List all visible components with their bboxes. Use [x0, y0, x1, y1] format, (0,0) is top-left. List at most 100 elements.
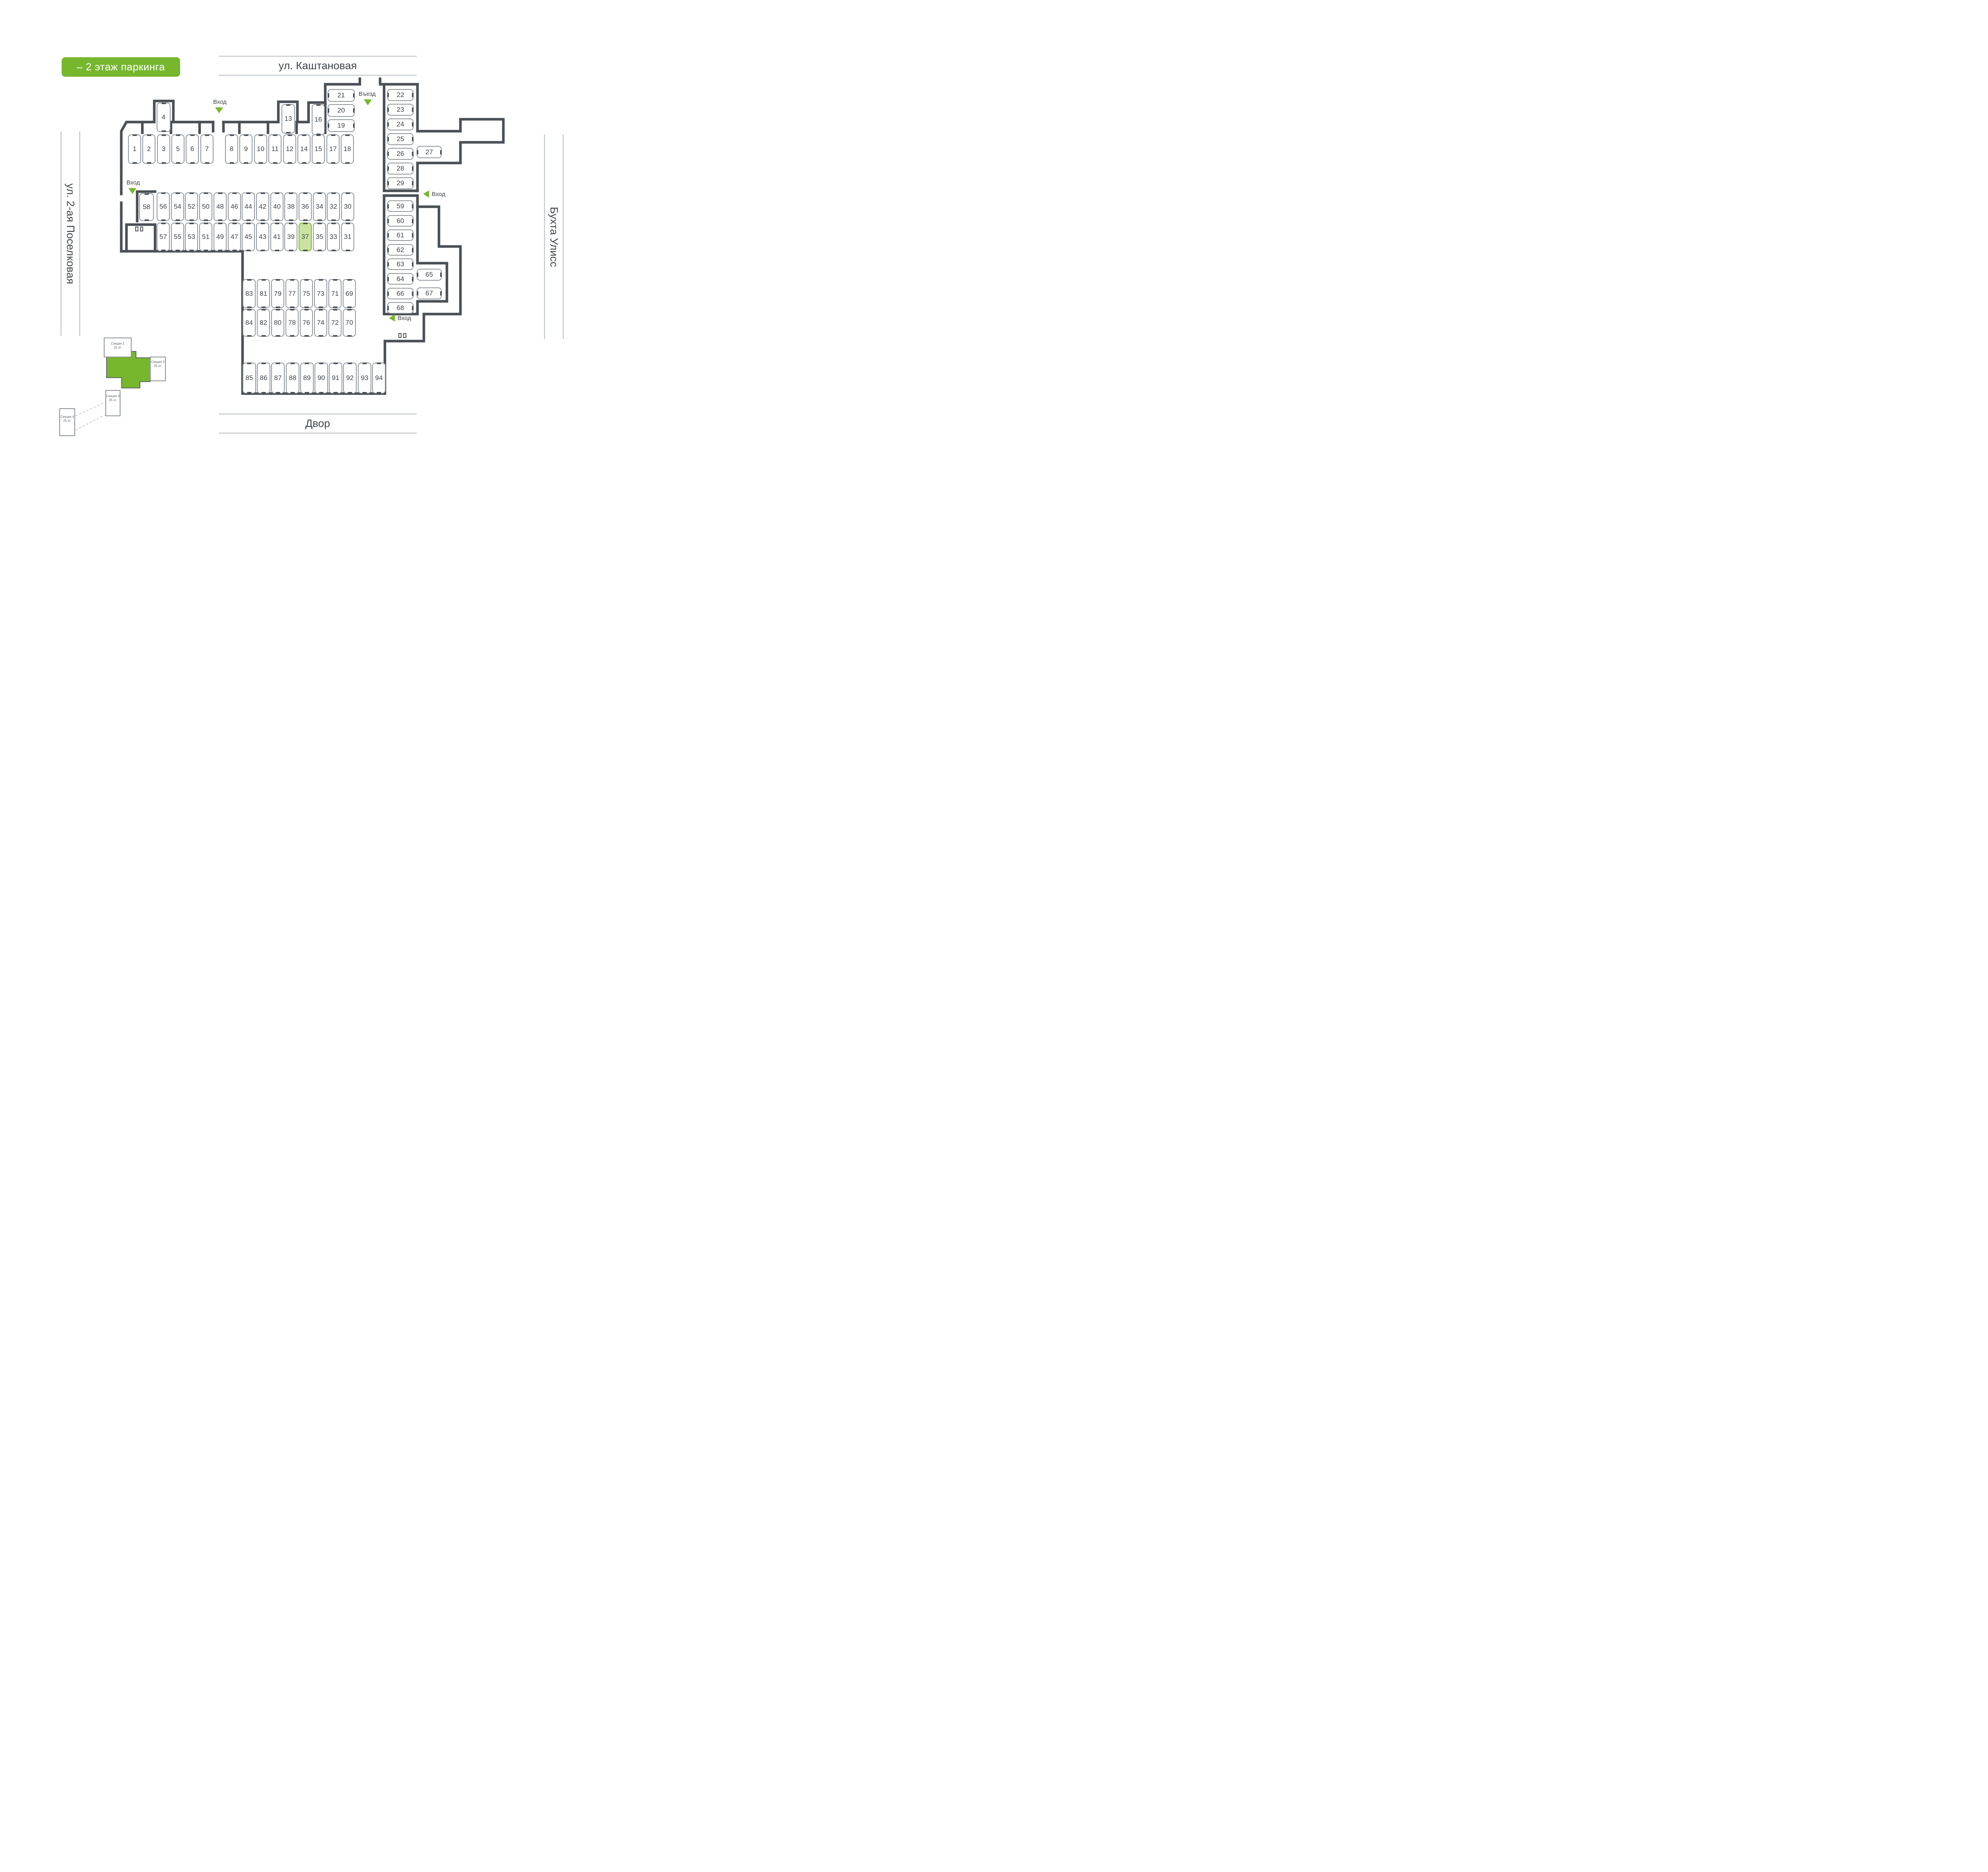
parking-spot-27[interactable]: 27 [417, 146, 442, 158]
parking-spot-8[interactable]: 8 [225, 134, 238, 164]
parking-spot-12[interactable]: 12 [283, 134, 296, 164]
parking-spot-40[interactable]: 40 [270, 192, 283, 221]
parking-spot-56[interactable]: 56 [157, 192, 170, 221]
parking-spot-33[interactable]: 33 [327, 223, 340, 251]
parking-spot-43[interactable]: 43 [256, 223, 269, 251]
parking-spot-17[interactable]: 17 [326, 134, 340, 164]
parking-spot-25[interactable]: 25 [387, 133, 414, 145]
parking-spot-41[interactable]: 41 [270, 223, 283, 251]
parking-spot-92[interactable]: 92 [343, 363, 357, 394]
parking-spot-42[interactable]: 42 [256, 192, 269, 221]
parking-spot-81[interactable]: 81 [257, 279, 270, 308]
parking-spot-45[interactable]: 45 [242, 223, 255, 251]
parking-spot-29[interactable]: 29 [387, 177, 414, 189]
parking-spot-58[interactable]: 58 [139, 193, 154, 221]
parking-spot-93[interactable]: 93 [358, 363, 371, 394]
parking-spot-22[interactable]: 22 [387, 89, 414, 101]
spot-number: 11 [271, 145, 279, 153]
parking-spot-37[interactable]: 37 [299, 223, 312, 251]
parking-spot-51[interactable]: 51 [199, 223, 212, 251]
parking-spot-44[interactable]: 44 [242, 192, 255, 221]
parking-spot-71[interactable]: 71 [328, 279, 342, 308]
parking-spot-65[interactable]: 65 [417, 269, 442, 281]
parking-spot-24[interactable]: 24 [387, 118, 414, 130]
parking-spot-80[interactable]: 80 [271, 309, 284, 337]
parking-spot-84[interactable]: 84 [243, 309, 256, 337]
parking-spot-19[interactable]: 19 [328, 119, 355, 132]
site-plan-section-2-label: Секция 2 25 эт. [150, 360, 165, 368]
parking-spot-21[interactable]: 21 [328, 89, 355, 102]
parking-spot-83[interactable]: 83 [243, 279, 256, 308]
parking-spot-28[interactable]: 28 [387, 163, 414, 175]
parking-spot-35[interactable]: 35 [313, 223, 326, 251]
parking-spot-23[interactable]: 23 [387, 104, 414, 116]
parking-spot-59[interactable]: 59 [387, 200, 414, 212]
parking-spot-14[interactable]: 14 [297, 134, 311, 164]
parking-spot-94[interactable]: 94 [372, 363, 386, 394]
parking-spot-72[interactable]: 72 [328, 309, 342, 337]
parking-spot-3[interactable]: 3 [157, 134, 170, 164]
parking-spot-69[interactable]: 69 [343, 279, 356, 308]
parking-spot-70[interactable]: 70 [343, 309, 356, 337]
parking-spot-30[interactable]: 30 [341, 192, 354, 221]
parking-spot-87[interactable]: 87 [271, 363, 285, 394]
parking-spot-6[interactable]: 6 [186, 134, 199, 164]
section-name: Секция 2 [151, 360, 165, 364]
parking-spot-7[interactable]: 7 [200, 134, 214, 164]
parking-spot-57[interactable]: 57 [157, 223, 170, 251]
parking-spot-38[interactable]: 38 [284, 192, 297, 221]
parking-spot-64[interactable]: 64 [387, 273, 414, 285]
parking-spot-34[interactable]: 34 [313, 192, 326, 221]
parking-spot-20[interactable]: 20 [328, 104, 355, 117]
parking-spot-61[interactable]: 61 [387, 229, 414, 241]
parking-spot-89[interactable]: 89 [300, 363, 314, 394]
parking-spot-5[interactable]: 5 [171, 134, 184, 164]
parking-spot-49[interactable]: 49 [214, 223, 227, 251]
parking-spot-47[interactable]: 47 [228, 223, 241, 251]
parking-spot-9[interactable]: 9 [239, 134, 252, 164]
parking-spot-63[interactable]: 63 [387, 258, 414, 270]
parking-spot-79[interactable]: 79 [271, 279, 284, 308]
parking-spot-46[interactable]: 46 [228, 192, 241, 221]
parking-spot-88[interactable]: 88 [286, 363, 299, 394]
parking-spot-82[interactable]: 82 [257, 309, 270, 337]
parking-spot-74[interactable]: 74 [314, 309, 327, 337]
parking-spot-13[interactable]: 13 [282, 104, 295, 134]
parking-spot-73[interactable]: 73 [314, 279, 327, 308]
spot-number: 34 [316, 203, 323, 210]
parking-spot-39[interactable]: 39 [284, 223, 297, 251]
spot-number: 89 [303, 374, 311, 382]
parking-spot-26[interactable]: 26 [387, 148, 414, 160]
parking-spot-60[interactable]: 60 [387, 215, 414, 227]
parking-spot-11[interactable]: 11 [268, 134, 282, 164]
parking-spot-52[interactable]: 52 [185, 192, 198, 221]
parking-spot-36[interactable]: 36 [299, 192, 312, 221]
parking-spot-31[interactable]: 31 [341, 223, 354, 251]
parking-spot-53[interactable]: 53 [185, 223, 198, 251]
parking-spot-50[interactable]: 50 [199, 192, 212, 221]
parking-spot-1[interactable]: 1 [128, 134, 141, 164]
parking-spot-15[interactable]: 15 [312, 134, 325, 164]
parking-spot-75[interactable]: 75 [300, 279, 313, 308]
parking-spot-66[interactable]: 66 [387, 288, 414, 299]
parking-spot-48[interactable]: 48 [214, 192, 227, 221]
parking-spot-2[interactable]: 2 [142, 134, 155, 164]
parking-spot-18[interactable]: 18 [341, 134, 354, 164]
parking-spot-68[interactable]: 68 [387, 302, 414, 314]
parking-spot-10[interactable]: 10 [254, 134, 267, 164]
parking-spot-90[interactable]: 90 [315, 363, 328, 394]
parking-spot-62[interactable]: 62 [387, 244, 414, 256]
parking-spot-85[interactable]: 85 [243, 363, 256, 394]
parking-spot-55[interactable]: 55 [171, 223, 184, 251]
parking-spot-16[interactable]: 16 [312, 104, 325, 135]
parking-spot-78[interactable]: 78 [285, 309, 299, 337]
parking-spot-77[interactable]: 77 [285, 279, 299, 308]
parking-spot-91[interactable]: 91 [329, 363, 342, 394]
parking-spot-67[interactable]: 67 [417, 287, 442, 299]
parking-spot-4[interactable]: 4 [157, 103, 171, 132]
parking-spot-76[interactable]: 76 [300, 309, 313, 337]
spot-number: 45 [245, 233, 252, 241]
parking-spot-32[interactable]: 32 [327, 192, 340, 221]
parking-spot-86[interactable]: 86 [257, 363, 270, 394]
parking-spot-54[interactable]: 54 [171, 192, 184, 221]
